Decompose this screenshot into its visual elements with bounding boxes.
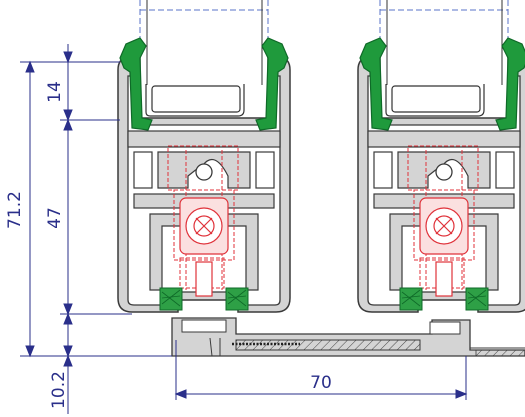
dim-upper-height: 14 xyxy=(45,81,65,103)
dim-spacing: 70 xyxy=(310,373,332,393)
dimension-lines xyxy=(20,44,468,414)
sash-unit-left xyxy=(117,0,291,313)
dim-bottom-height: 10.2 xyxy=(49,371,69,409)
dim-middle-height: 47 xyxy=(45,207,65,229)
dim-overall-height: 71.2 xyxy=(5,191,25,229)
bottom-rail xyxy=(171,317,525,357)
sash-unit-right xyxy=(357,0,525,313)
